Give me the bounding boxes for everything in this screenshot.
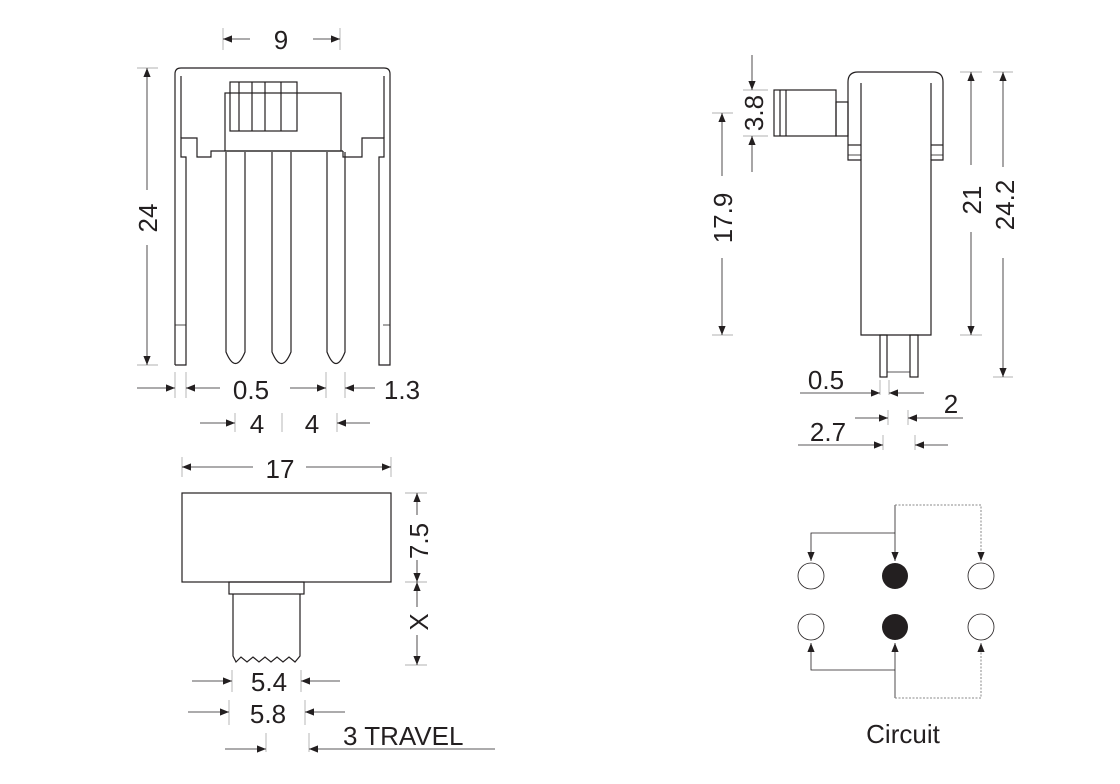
dim-pitch-right: 4 xyxy=(305,409,319,439)
front-view: 9 24 0.5 1.3 4 4 xyxy=(133,25,420,439)
terminal-1 xyxy=(797,562,825,590)
terminal-3 xyxy=(967,562,995,590)
front-body-outline xyxy=(174,67,391,366)
side-pin-1 xyxy=(879,334,888,378)
pin-2 xyxy=(271,152,292,365)
front-body-left xyxy=(175,137,343,366)
dim-total-height: 24.2 xyxy=(990,180,1020,231)
circuit-label: Circuit xyxy=(866,719,940,749)
dim-body-height: 21 xyxy=(957,186,987,215)
side-actuator xyxy=(773,89,837,137)
dim-height: 24 xyxy=(133,204,163,233)
dim-edge: 1.3 xyxy=(384,375,420,405)
dim-actuator-height: 17.9 xyxy=(708,193,738,244)
knob xyxy=(232,594,301,664)
side-view: 3.8 17.9 21 24.2 0.5 2 2.7 xyxy=(708,55,1020,450)
dim-knob-width-a: 5.4 xyxy=(251,667,287,697)
slide-housing xyxy=(224,92,342,152)
side-body xyxy=(847,71,944,336)
dim-pin-gap: 2 xyxy=(944,389,958,419)
dim-pin-thickness: 0.5 xyxy=(808,365,844,395)
top-view: 17 7.5 X 5.4 5.8 3 TRAVEL xyxy=(181,454,495,753)
knob-shoulder xyxy=(228,581,305,595)
top-body xyxy=(181,492,392,583)
dim-length: 17 xyxy=(266,454,295,484)
dim-travel: 3 TRAVEL xyxy=(343,721,463,751)
pin-1 xyxy=(225,152,246,365)
dim-knob-height: X xyxy=(404,613,434,630)
circuit-diagram: Circuit xyxy=(797,504,995,749)
slide-actuator xyxy=(229,81,298,132)
terminal-4 xyxy=(797,613,825,641)
dim-pitch-left: 4 xyxy=(250,409,264,439)
dim-knob-width-b: 5.8 xyxy=(250,699,286,729)
dim-actuator: 3.8 xyxy=(739,95,769,131)
dim-width: 9 xyxy=(274,25,288,55)
dim-pin-span: 2.7 xyxy=(810,417,846,447)
terminal-common-2 xyxy=(882,614,908,640)
dim-depth: 7.5 xyxy=(404,523,434,559)
terminal-common-1 xyxy=(882,563,908,589)
terminal-6 xyxy=(967,613,995,641)
side-pin-2 xyxy=(909,334,919,378)
pin-3 xyxy=(326,152,346,365)
dim-pin-width: 0.5 xyxy=(233,375,269,405)
